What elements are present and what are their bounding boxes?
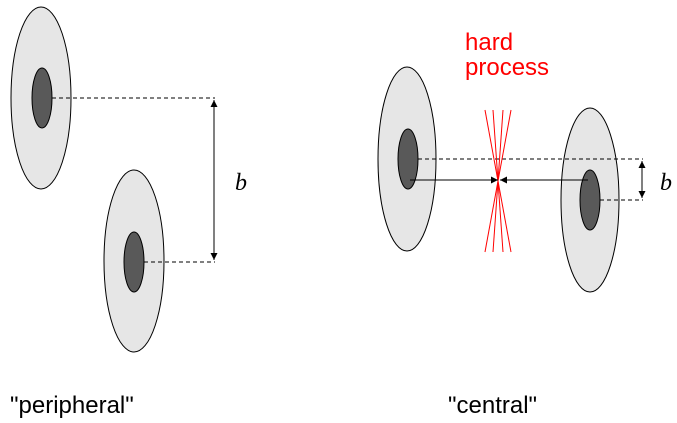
hard-process-label-line1: hard <box>465 29 513 56</box>
central-nucleus-left <box>377 66 437 252</box>
peripheral-scenario: b <box>10 6 247 353</box>
hard-process-line <box>492 109 504 253</box>
nucleus-core <box>579 169 601 231</box>
central-scenario: b hard process <box>377 29 672 293</box>
peripheral-nucleus-lower <box>103 169 165 353</box>
peripheral-impact-parameter-label: b <box>235 170 247 196</box>
caption-peripheral: "peripheral" <box>10 392 134 419</box>
caption-central: "central" <box>448 392 537 419</box>
hard-process-label-line2: process <box>465 54 549 81</box>
nucleus-core <box>123 231 145 293</box>
nucleus-core <box>31 67 53 129</box>
central-nucleus-right <box>560 107 620 293</box>
hard-process-marker <box>484 109 512 253</box>
central-impact-parameter-label: b <box>660 170 672 196</box>
